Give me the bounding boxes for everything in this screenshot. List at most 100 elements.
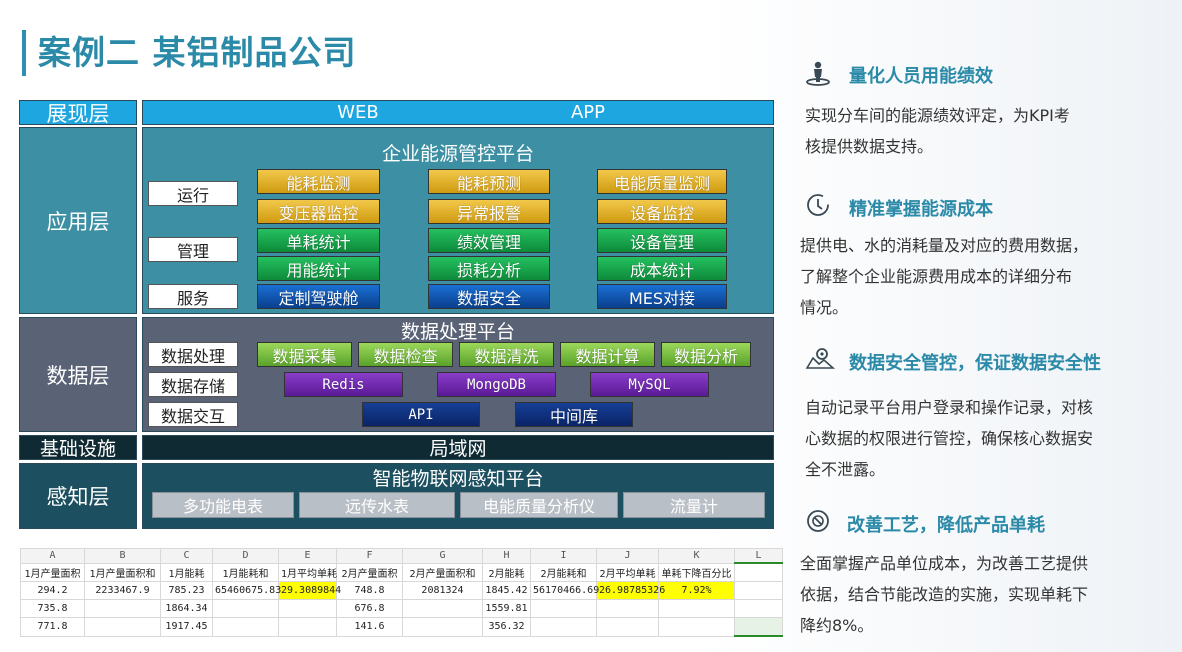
module-power-quality[interactable]: 电能质量监测 [597,169,727,194]
sheet-col[interactable]: J [596,548,659,564]
sheet-col[interactable]: B [84,548,161,564]
sheet-cell[interactable]: 141.6 [336,617,403,637]
sheet-cell[interactable] [84,617,161,637]
app-category-manage: 管理 [148,237,238,262]
sheet-cell[interactable]: 735.8 [20,599,85,618]
sheet-cell[interactable]: 771.8 [20,617,85,637]
sheet-cell[interactable] [278,599,337,618]
sheet-row: 294.2 2233467.9 785.23 65460675.83 29.30… [20,581,783,600]
sheet-cell[interactable] [84,599,161,618]
device-multi-meter[interactable]: 多功能电表 [152,492,294,518]
sheet-cell[interactable]: 785.23 [160,581,213,600]
sheet-cell[interactable]: 26.98785326 [596,581,665,600]
presentation-bar: WEB APP [142,100,774,125]
sheet-col[interactable]: I [530,548,597,564]
device-flow-meter[interactable]: 流量计 [623,492,765,518]
sheet-cell[interactable]: 56170466.69 [530,581,599,600]
module-data-compute[interactable]: 数据计算 [560,342,655,367]
sheet-cell[interactable] [212,599,279,618]
sheet-cell[interactable]: 2081324 [402,581,483,600]
sheet-col[interactable]: L [734,548,783,564]
sheet-cell[interactable]: 2月产量面积 [336,562,403,582]
sheet-cell[interactable]: 1月产量面积 [20,562,85,582]
sheet-cell[interactable]: 1917.45 [160,617,213,637]
sheet-col[interactable]: D [212,548,279,564]
interact-api[interactable]: API [362,402,480,427]
storage-mongodb[interactable]: MongoDB [437,372,556,397]
sheet-cell[interactable] [658,617,735,637]
module-data-clean[interactable]: 数据清洗 [459,342,554,367]
module-usage-stats[interactable]: 用能统计 [257,256,380,281]
sheet-col[interactable]: G [402,548,483,564]
sheet-cell[interactable] [734,617,783,637]
module-mes[interactable]: MES对接 [597,284,727,309]
module-unit-consumption[interactable]: 单耗统计 [257,228,380,253]
sheet-cell[interactable] [596,599,659,618]
device-water-meter[interactable]: 远传水表 [299,492,455,518]
sheet-cell[interactable]: 1559.81 [482,599,531,618]
module-cost-stats[interactable]: 成本统计 [597,256,727,281]
sheet-cell[interactable] [734,581,783,600]
sheet-cell[interactable] [402,599,483,618]
sheet-cell[interactable]: 7.92% [658,581,735,600]
sheet-cell[interactable] [734,562,783,582]
module-loss-analysis[interactable]: 损耗分析 [428,256,550,281]
storage-redis[interactable]: Redis [284,372,403,397]
module-transformer-monitor[interactable]: 变压器监控 [257,199,380,224]
module-data-security[interactable]: 数据安全 [428,284,550,309]
module-data-collect[interactable]: 数据采集 [257,342,352,367]
sheet-cell[interactable] [530,617,597,637]
web-label: WEB [337,102,379,123]
benefit-4-line-3: 降约8%。 [800,616,874,635]
sheet-cell[interactable] [278,617,337,637]
sheet-cell[interactable]: 29.3089844 [278,581,341,600]
module-equipment-monitor[interactable]: 设备监控 [597,199,727,224]
sheet-cell[interactable] [596,617,659,637]
sheet-cell[interactable]: 1月平均单耗 [278,562,337,582]
module-dashboard[interactable]: 定制驾驶舱 [257,284,380,309]
device-power-analyzer[interactable]: 电能质量分析仪 [460,492,618,518]
module-performance[interactable]: 绩效管理 [428,228,550,253]
benefit-2: 精准掌握能源成本 提供电、水的消耗量及对应的费用数据， 了解整个企业能源费用成本… [800,190,1170,330]
sheet-col[interactable]: H [482,548,531,564]
module-data-check[interactable]: 数据检查 [358,342,453,367]
sheet-cell[interactable]: 1864.34 [160,599,213,618]
sheet-cell[interactable]: 748.8 [336,581,403,600]
sheet-cell[interactable]: 2月能耗 [482,562,531,582]
page-title: 案例二 某铝制品公司 [22,30,357,76]
sheet-cell[interactable]: 2月能耗和 [530,562,597,582]
module-energy-forecast[interactable]: 能耗预测 [428,169,550,194]
sheet-cell[interactable]: 1月能耗 [160,562,213,582]
sheet-cell[interactable] [402,617,483,637]
storage-mysql[interactable]: MySQL [590,372,709,397]
sheet-cell[interactable]: 单耗下降百分比 [658,562,735,582]
sheet-cell[interactable]: 1845.42 [482,581,531,600]
sheet-row: 771.8 1917.45 141.6 356.32 [20,617,783,637]
sheet-cell[interactable]: 1月产量面积和 [84,562,161,582]
spreadsheet-table: A B C D E F G H I J K L 1月产量面积 1月产量面积和 1… [20,548,783,637]
sheet-cell[interactable]: 676.8 [336,599,403,618]
sheet-col[interactable]: E [278,548,337,564]
sheet-col[interactable]: F [336,548,403,564]
module-energy-monitor[interactable]: 能耗监测 [257,169,380,194]
sheet-cell[interactable]: 356.32 [482,617,531,637]
sheet-cell[interactable] [212,617,279,637]
sheet-col[interactable]: A [20,548,85,564]
sheet-col[interactable]: C [160,548,213,564]
benefit-2-title: 精准掌握能源成本 [849,199,993,220]
module-equipment-manage[interactable]: 设备管理 [597,228,727,253]
module-data-analyze[interactable]: 数据分析 [661,342,751,367]
sheet-cell[interactable] [658,599,735,618]
sheet-cell[interactable]: 2月产量面积和 [402,562,483,582]
sheet-cell[interactable]: 2233467.9 [84,581,161,600]
sheet-cell[interactable] [734,599,783,618]
sheet-cell[interactable] [530,599,597,618]
sheet-col[interactable]: K [658,548,735,564]
sheet-row: 735.8 1864.34 676.8 1559.81 [20,599,783,618]
sheet-cell[interactable]: 1月能耗和 [212,562,279,582]
sheet-cell[interactable]: 294.2 [20,581,85,600]
interact-middle-db[interactable]: 中间库 [515,402,633,427]
module-alarm[interactable]: 异常报警 [428,199,550,224]
sheet-cell[interactable]: 65460675.83 [212,581,281,600]
sheet-cell[interactable]: 2月平均单耗 [596,562,659,582]
